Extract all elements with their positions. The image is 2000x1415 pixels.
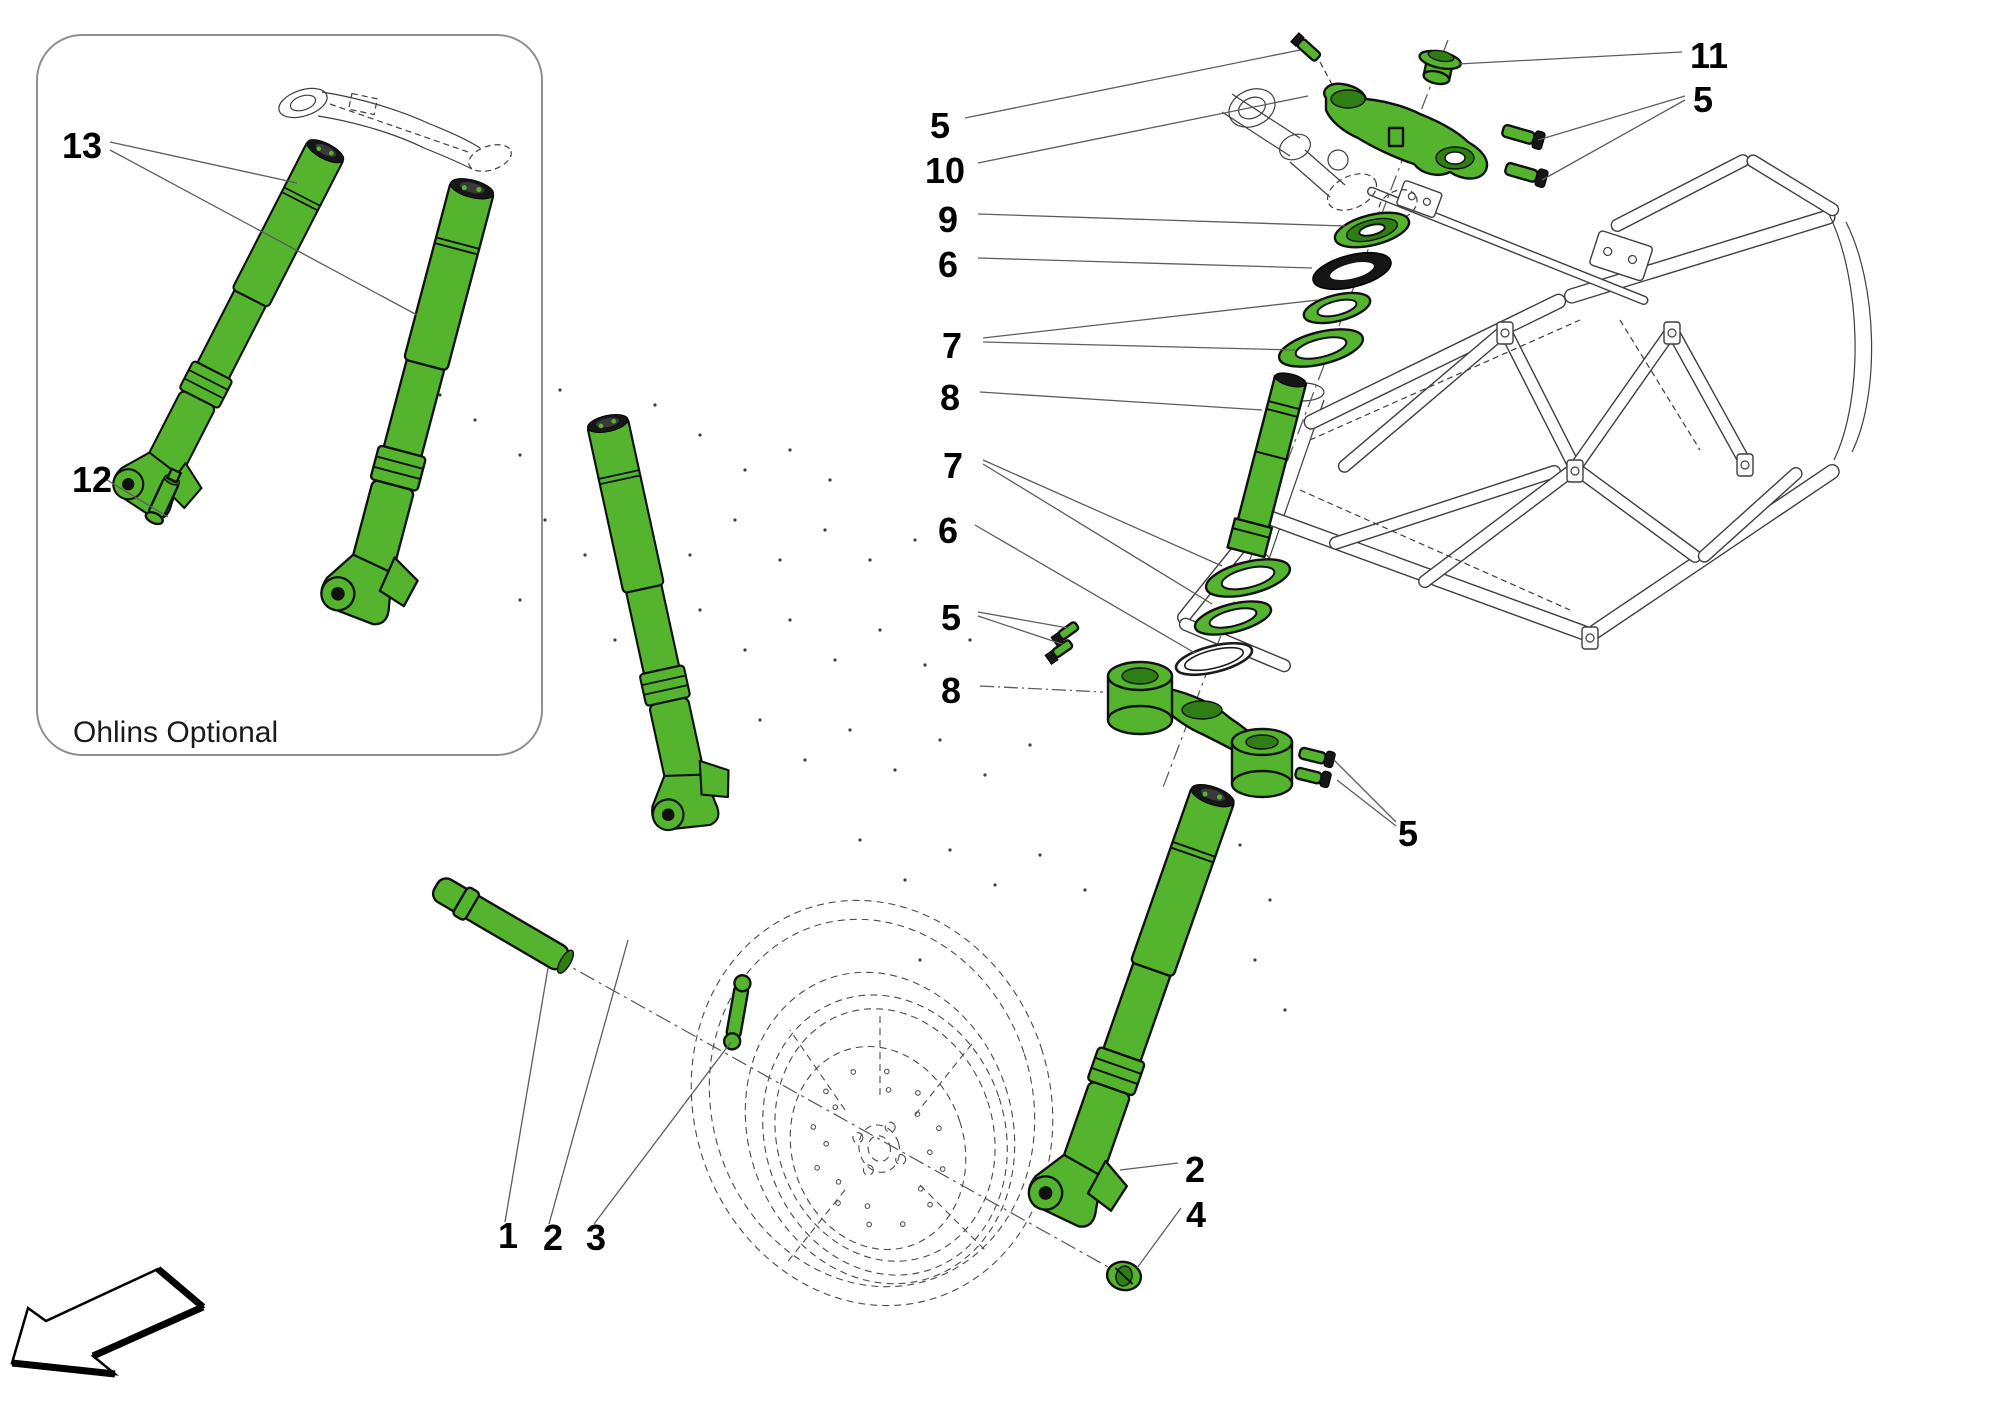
lower-clamp-bolt-3 [1298, 746, 1336, 769]
callout-2-left: 2 [543, 1217, 563, 1258]
dust-seal-upper [1333, 211, 1411, 249]
top-triple-clamp [1323, 82, 1489, 180]
lower-clamp-bolt-4 [1294, 766, 1332, 789]
callout-3: 3 [586, 1217, 606, 1258]
callout-5-top: 5 [930, 105, 950, 146]
speckle-texture [438, 388, 1287, 1012]
upper-bearing [1312, 251, 1392, 291]
callout-6-lower: 6 [938, 510, 958, 551]
front-axle [431, 877, 575, 974]
compensator-part [144, 467, 182, 526]
callout-2-right: 2 [1185, 1149, 1205, 1190]
steering-stem [1226, 372, 1308, 559]
front-wheel-sketch [690, 899, 1054, 1307]
callout-8-lower: 8 [941, 670, 961, 711]
callout-12: 12 [72, 459, 112, 500]
callout-labels: 13 12 5 10 9 6 7 8 7 6 5 8 11 5 5 2 4 1 … [62, 35, 1728, 1258]
leader-lines [106, 49, 1686, 1269]
center-axes [554, 39, 1449, 1283]
direction-arrow-icon [10, 1266, 206, 1378]
callout-4: 4 [1186, 1194, 1206, 1235]
callout-1: 1 [498, 1215, 518, 1256]
callout-5-mid: 5 [941, 597, 961, 638]
callout-5-fork: 5 [1398, 813, 1418, 854]
callout-9: 9 [938, 199, 958, 240]
callout-6-upper: 6 [938, 244, 958, 285]
bearing-race-upper [1302, 291, 1372, 325]
ohlins-optional-box: Ohlins Optional [36, 34, 543, 756]
note-box-border [36, 34, 543, 756]
callout-10: 10 [925, 150, 965, 191]
top-clamp-bolt-2 [1504, 161, 1549, 189]
bearing-race-lower [1204, 558, 1292, 598]
fender-bracket [722, 974, 752, 1051]
callout-7-lower: 7 [943, 445, 963, 486]
callout-11: 11 [1690, 35, 1728, 76]
dust-seal-lower [1174, 641, 1254, 677]
lower-triple-clamp [1106, 660, 1294, 799]
lower-clamp-bolt-2 [1044, 639, 1074, 666]
center-fork-leg [566, 405, 741, 838]
note-box-label: Ohlins Optional [73, 716, 278, 749]
callout-5-right: 5 [1693, 79, 1713, 120]
steering-nut [1418, 49, 1462, 86]
clamp-bolt-top [1290, 32, 1322, 62]
callout-13: 13 [62, 125, 102, 166]
ohlins-fork-leg-right [315, 168, 522, 634]
callout-8-upper: 8 [940, 377, 960, 418]
top-clamp-bolt-1 [1501, 123, 1546, 151]
triple-clamp-sketch [278, 87, 512, 172]
bearing-race-upper2 [1277, 328, 1365, 368]
callout-7-upper: 7 [942, 325, 962, 366]
bearing-race-lower2 [1193, 600, 1273, 636]
axle-nut [1105, 1260, 1143, 1292]
ohlins-fork-leg-left [105, 125, 369, 533]
